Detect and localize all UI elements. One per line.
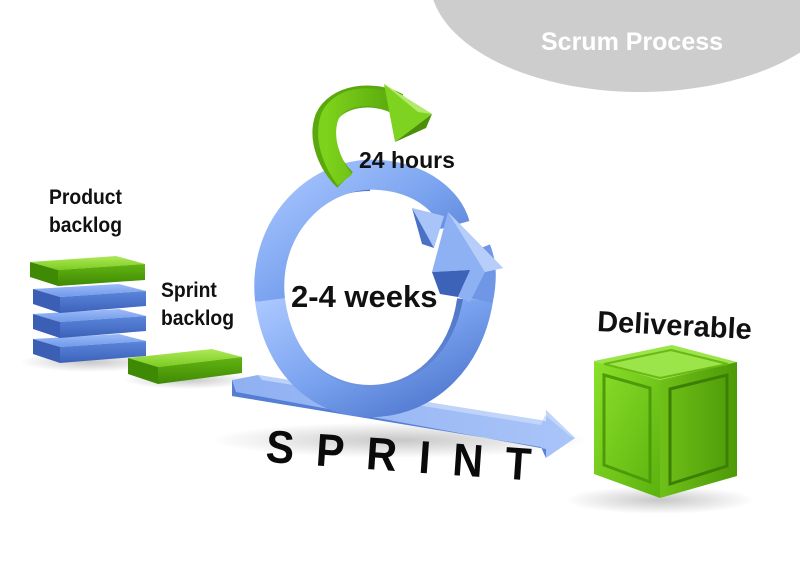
box-shadow: [565, 486, 755, 514]
product-backlog-label: Product backlog: [49, 184, 122, 240]
daily-loop-arrowhead: [384, 84, 432, 142]
page-title: Scrum Process: [541, 28, 724, 56]
backlog-layer-1-green: [30, 256, 145, 286]
header-disc: [433, 0, 800, 92]
backlog-layer-3: [33, 309, 146, 338]
product-backlog-stack: [30, 256, 146, 363]
box-side: [660, 362, 737, 498]
sprint-backlog-label-line1: Sprint: [161, 279, 217, 302]
sprint-backlog-label: Sprint backlog: [161, 277, 234, 333]
product-backlog-label-line1: Product: [49, 186, 122, 209]
loop-arrowhead: [432, 212, 503, 302]
daily-cycle-label: 24 hours: [359, 147, 455, 173]
sprint-backlog-slab: [128, 349, 242, 384]
daily-loop-ring: [312, 84, 432, 188]
sprint-loop-ring: [254, 159, 503, 418]
box-front: [594, 361, 660, 498]
sprint-backlog-label-line2: backlog: [161, 307, 235, 330]
deliverable-box: [594, 345, 737, 498]
backlog-layer-2: [33, 284, 146, 313]
backlog-layer-4: [33, 334, 146, 363]
sprint-cycle-label: 2-4 weeks: [291, 279, 438, 314]
product-backlog-label-line2: backlog: [49, 214, 123, 237]
